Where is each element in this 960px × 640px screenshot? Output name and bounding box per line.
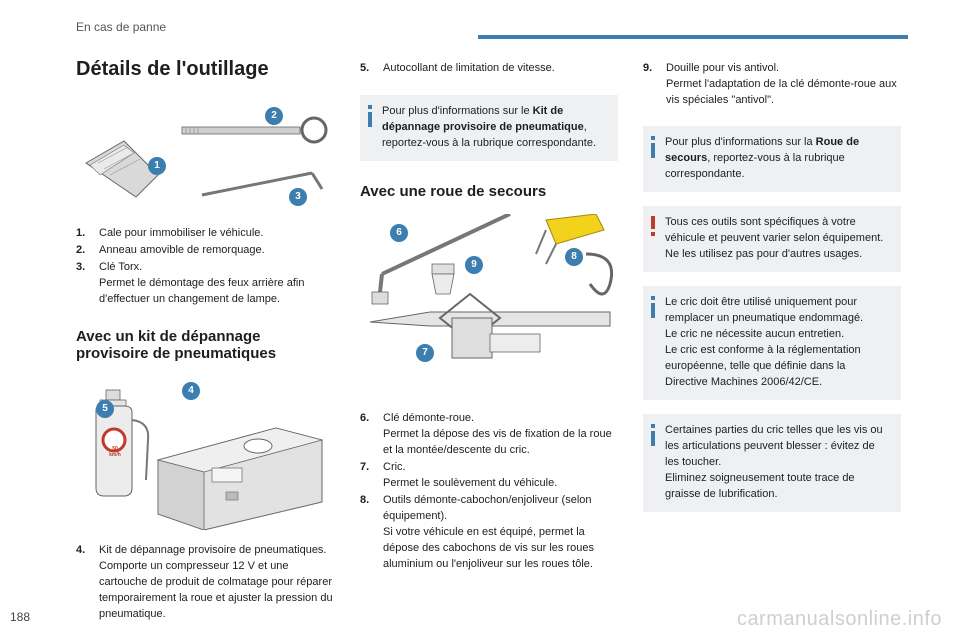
list-4: 4. Kit de dépannage provisoire de pneuma… <box>76 542 334 622</box>
list-item-2: 2. Anneau amovible de remorquage. <box>76 244 265 256</box>
column-2: 5. Autocollant de limitation de vitesse.… <box>360 56 618 573</box>
badge-5: 5 <box>96 400 114 418</box>
badge-8: 8 <box>565 248 583 266</box>
list-item-7: 7. Cric. Permet le soulèvement du véhicu… <box>360 461 558 489</box>
list-item-8: 8. Outils démonte-cabochon/enjoliveur (s… <box>360 494 594 570</box>
info-icon <box>651 424 655 428</box>
badge-4: 4 <box>182 382 200 400</box>
watermark: carmanualsonline.info <box>736 608 942 630</box>
spare-wheel-heading: Avec une roue de secours <box>360 183 547 200</box>
warning-icon <box>651 216 655 229</box>
list-item-4: 4. Kit de dépannage provisoire de pneuma… <box>76 544 333 620</box>
page-number: 188 <box>10 610 31 624</box>
list-item-3: 3. Clé Torx. Permet le démontage des feu… <box>76 261 305 305</box>
warning-box: Tous ces outils sont spécifiques à votre… <box>643 206 901 272</box>
info-icon <box>651 136 655 140</box>
repair-kit-drawing <box>95 389 324 531</box>
info-icon <box>368 105 372 109</box>
badge-7: 7 <box>416 344 434 362</box>
badge-3: 3 <box>289 188 307 206</box>
jack-tools-drawing <box>369 212 613 359</box>
speed-sticker-text: 50 km/h <box>109 446 121 458</box>
list-item-9: 9. Douille pour vis antivol. Permet l'ad… <box>643 62 897 106</box>
list-item-1: 1. Cale pour immobiliser le véhicule. <box>76 227 264 239</box>
list-1-3: 1. Cale pour immobiliser le véhicule. 2.… <box>76 225 334 307</box>
info-box-spare: Pour plus d'informations sur la Roue de … <box>643 126 901 192</box>
tools-illustration-1: 2 1 3 <box>76 103 334 208</box>
tools-1-3-drawing <box>85 116 328 198</box>
list-item-5: 5. Autocollant de limitation de vitesse. <box>360 62 555 74</box>
column-3: 9. Douille pour vis antivol. Permet l'ad… <box>643 56 901 512</box>
info-box-safety: Certaines parties du cric telles que les… <box>643 414 901 512</box>
header-bar <box>478 35 908 39</box>
kit-heading: Avec un kit de dépannage provisoire de p… <box>76 328 277 362</box>
info-icon <box>651 296 655 300</box>
badge-9: 9 <box>465 256 483 274</box>
list-item-6: 6. Clé démonte-roue. Permet la dépose de… <box>360 412 612 456</box>
info-box-kit: Pour plus d'informations sur le Kit de d… <box>360 95 618 161</box>
list-6-8: 6. Clé démonte-roue. Permet la dépose de… <box>360 410 618 572</box>
repair-kit-illustration: 50 km/h 4 5 <box>76 380 334 531</box>
page-title: Détails de l'outillage <box>76 58 269 80</box>
column-1: Détails de l'outillage 2 1 3 1. Cale p <box>76 56 334 623</box>
info-box-jack: Le cric doit être utilisé uniquement pou… <box>643 286 901 400</box>
section-title: En cas de panne <box>76 20 167 34</box>
spare-wheel-tools-illustration: 6 9 8 7 <box>360 212 618 384</box>
badge-2: 2 <box>265 107 283 125</box>
badge-1: 1 <box>148 157 166 175</box>
badge-6: 6 <box>390 224 408 242</box>
